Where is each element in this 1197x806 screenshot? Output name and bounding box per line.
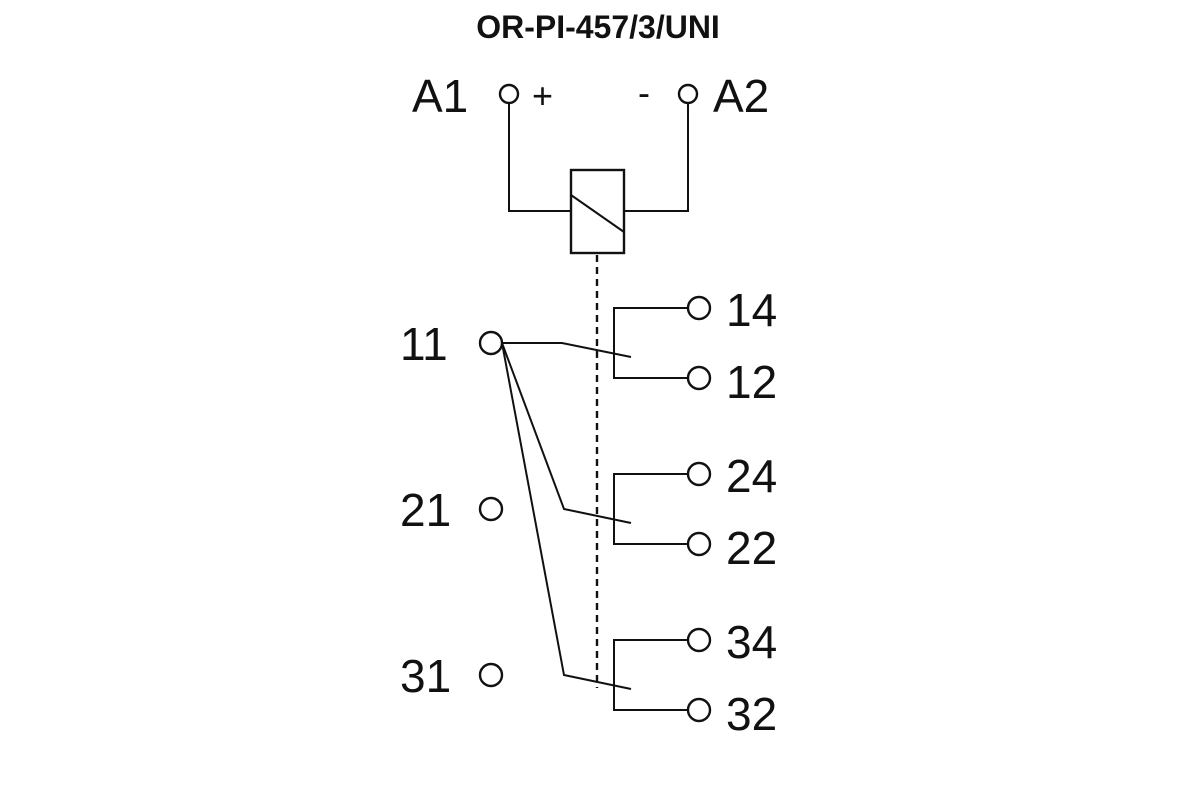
- fixed-contacts-31: [613, 639, 688, 711]
- terminal-31: [478, 662, 504, 688]
- contact-set-21: 21 24 22: [400, 342, 777, 574]
- relay-coil-diagonal: [570, 194, 625, 233]
- terminal-21: [478, 496, 504, 522]
- polarity-plus: +: [532, 75, 553, 116]
- terminal-12: [686, 365, 712, 391]
- terminal-22: [686, 531, 712, 557]
- diagram-title: OR-PI-457/3/UNI: [476, 9, 720, 45]
- terminal-24: [686, 461, 712, 487]
- coil-wire-left: [508, 103, 571, 212]
- terminal-label-a1: A1: [412, 70, 468, 122]
- terminal-label-24: 24: [726, 450, 777, 502]
- moving-contact-21: [501, 342, 632, 524]
- terminal-label-a2: A2: [713, 70, 769, 122]
- terminal-label-11: 11: [400, 318, 448, 370]
- coil-wire-right: [624, 103, 689, 212]
- contact-set-31: 31 34 32: [400, 342, 777, 740]
- coil-section: A1 + - A2: [412, 70, 769, 255]
- relay-coil: [569, 168, 626, 255]
- terminal-label-12: 12: [726, 356, 777, 408]
- terminal-14: [686, 295, 712, 321]
- terminal-32: [686, 697, 712, 723]
- terminal-label-22: 22: [726, 522, 777, 574]
- fixed-contacts-21: [613, 473, 688, 545]
- contact-set-11: 11 14 12: [400, 284, 777, 408]
- contact-sets: 11 14 12 21 24 22 31 34 32: [400, 284, 777, 740]
- moving-contact-31: [501, 342, 632, 690]
- terminal-label-34: 34: [726, 616, 777, 668]
- terminal-label-21: 21: [400, 484, 451, 536]
- terminal-a1: [498, 83, 520, 105]
- moving-contact-11: [502, 342, 632, 358]
- polarity-minus: -: [638, 72, 650, 113]
- terminal-label-14: 14: [726, 284, 777, 336]
- terminal-label-31: 31: [400, 650, 451, 702]
- terminal-34: [686, 627, 712, 653]
- fixed-contacts-11: [613, 307, 688, 379]
- terminal-a2: [677, 83, 699, 105]
- terminal-label-32: 32: [726, 688, 777, 740]
- terminal-11: [478, 330, 504, 356]
